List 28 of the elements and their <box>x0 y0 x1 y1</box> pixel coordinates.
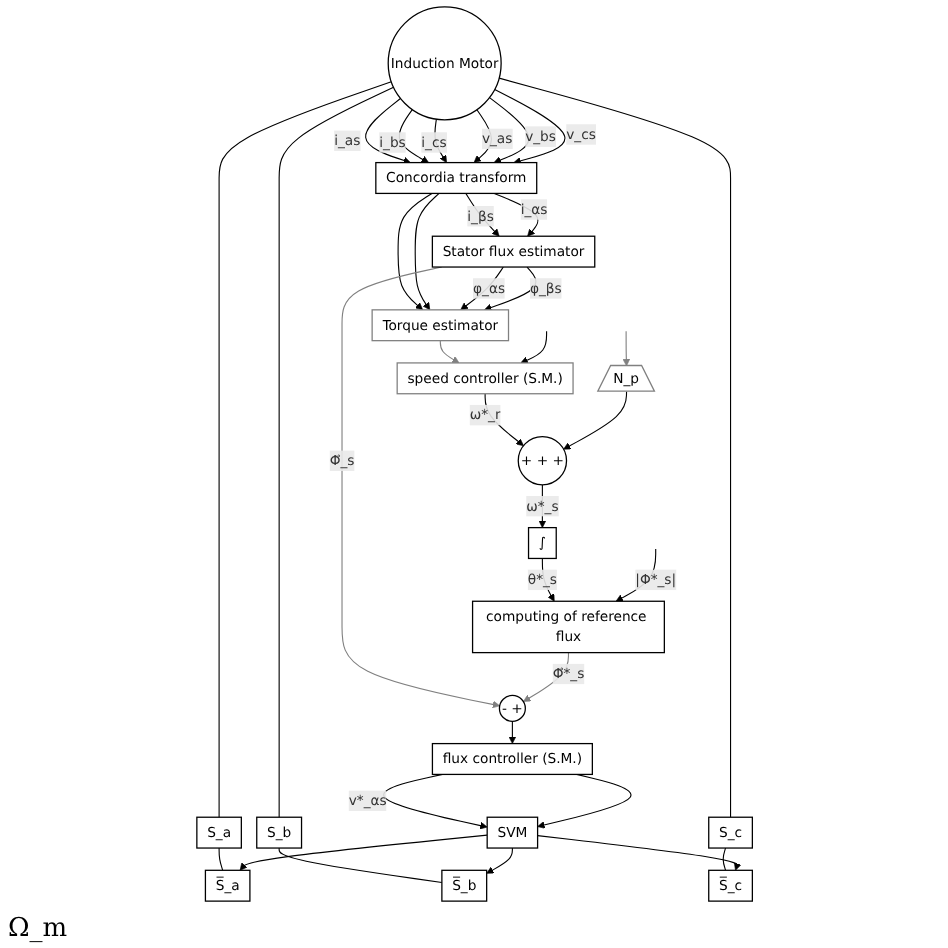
connector-line <box>497 77 731 818</box>
arrow <box>239 834 488 871</box>
arrow <box>488 97 529 164</box>
arrow <box>340 266 500 709</box>
arrow <box>483 266 536 312</box>
arrow <box>562 391 627 450</box>
arrow <box>382 773 487 830</box>
connector-line <box>277 86 394 818</box>
arrow <box>414 192 439 311</box>
arrow <box>459 266 504 311</box>
arrow <box>493 88 565 165</box>
arrow <box>396 192 432 311</box>
arrow <box>615 548 656 602</box>
arrow <box>536 773 631 829</box>
arrow <box>364 97 411 164</box>
arrow <box>483 393 524 446</box>
arrow <box>485 847 513 874</box>
arrow <box>473 109 492 163</box>
arrow <box>439 340 459 364</box>
connector-line <box>277 847 442 884</box>
arrow <box>508 720 516 744</box>
signal-label: Ω_m <box>8 914 68 944</box>
arrow <box>519 330 547 364</box>
connector-line <box>217 847 223 871</box>
arrow <box>621 330 630 367</box>
connector-line <box>722 847 726 871</box>
connector-line <box>217 81 392 818</box>
arrow <box>536 835 741 871</box>
